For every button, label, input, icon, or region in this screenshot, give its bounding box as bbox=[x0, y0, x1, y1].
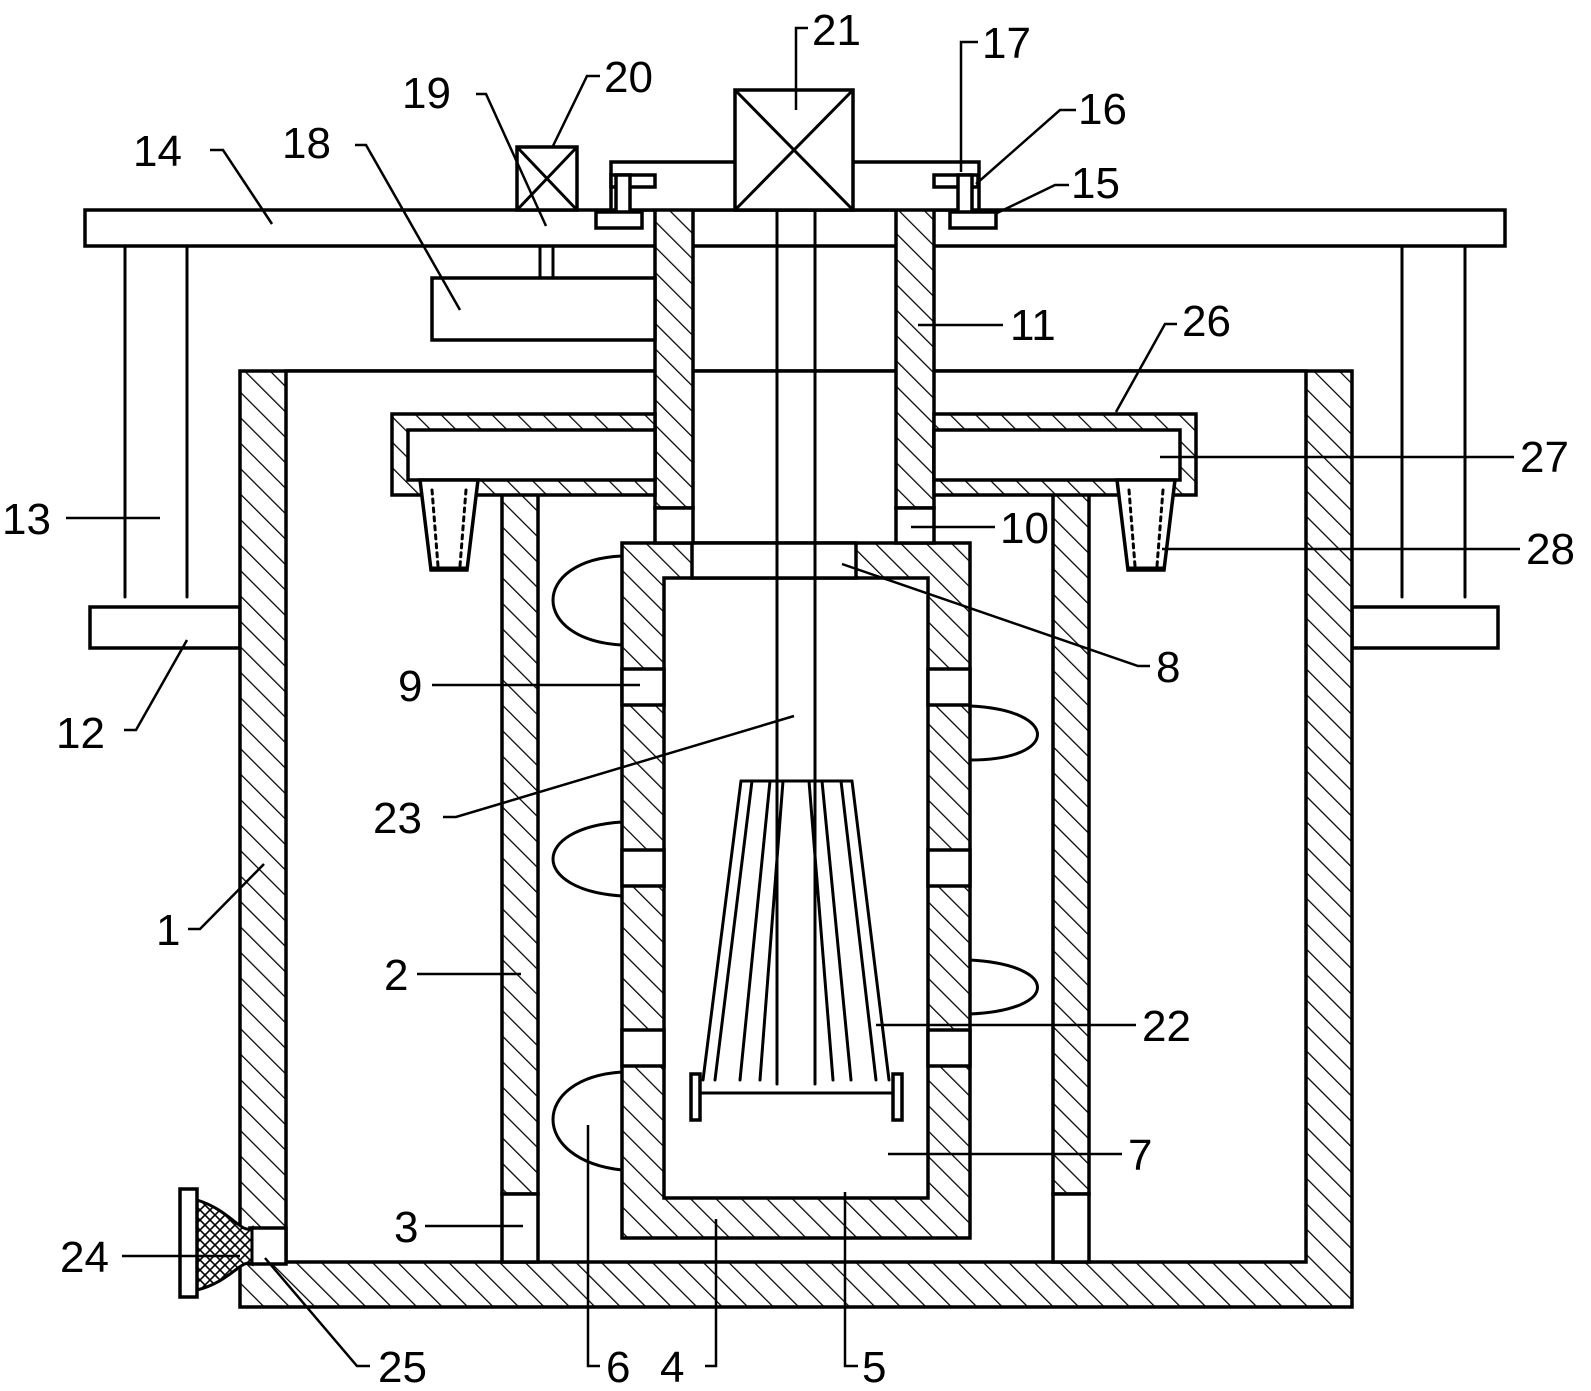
label-15: 15 bbox=[1071, 159, 1120, 208]
label-12: 12 bbox=[56, 709, 105, 758]
right-nozzle bbox=[1115, 478, 1177, 572]
label-17: 17 bbox=[982, 19, 1031, 68]
right-bracket bbox=[1350, 605, 1500, 650]
label-10: 10 bbox=[1000, 504, 1049, 553]
label-3: 3 bbox=[394, 1203, 418, 1252]
label-14: 14 bbox=[133, 127, 182, 176]
leader-lines bbox=[66, 26, 1520, 1368]
central-sleeve bbox=[653, 166, 936, 545]
label-24: 24 bbox=[60, 1233, 109, 1282]
part-labels: 21 17 16 15 20 19 18 14 13 12 11 26 27 2… bbox=[2, 6, 1575, 1391]
label-13: 13 bbox=[2, 495, 51, 544]
drain-outlet bbox=[248, 1226, 288, 1266]
valve bbox=[515, 145, 579, 212]
label-18: 18 bbox=[282, 119, 331, 168]
label-16: 16 bbox=[1078, 85, 1127, 134]
drain-valve-wheel bbox=[178, 1187, 254, 1299]
label-4: 4 bbox=[660, 1343, 684, 1391]
label-21: 21 bbox=[812, 6, 861, 55]
left-support-legs bbox=[123, 244, 189, 599]
label-6: 6 bbox=[606, 1343, 630, 1391]
label-5: 5 bbox=[862, 1343, 886, 1391]
left-nozzle bbox=[418, 478, 480, 572]
left-bracket bbox=[88, 605, 242, 650]
label-20: 20 bbox=[604, 53, 653, 102]
inner-container bbox=[620, 541, 972, 1240]
left-clamp bbox=[594, 173, 657, 230]
spiral-blade bbox=[551, 554, 1039, 1172]
label-25: 25 bbox=[378, 1343, 427, 1391]
label-27: 27 bbox=[1520, 433, 1569, 482]
feed-pipe bbox=[538, 244, 555, 280]
label-9: 9 bbox=[398, 662, 422, 711]
label-8: 8 bbox=[1156, 643, 1180, 692]
label-22: 22 bbox=[1142, 1002, 1191, 1051]
label-11: 11 bbox=[1010, 301, 1056, 350]
stirring-cage bbox=[689, 779, 904, 1122]
label-26: 26 bbox=[1182, 297, 1231, 346]
label-7: 7 bbox=[1128, 1131, 1152, 1180]
label-23: 23 bbox=[373, 794, 422, 843]
right-spray-cover bbox=[932, 412, 1198, 497]
top-plate bbox=[83, 208, 1507, 248]
right-clamp bbox=[932, 173, 998, 230]
drive-shaft bbox=[775, 208, 817, 1086]
label-1: 1 bbox=[156, 906, 180, 955]
motor bbox=[733, 88, 855, 212]
label-2: 2 bbox=[384, 951, 408, 1000]
right-support-legs bbox=[1400, 244, 1467, 599]
label-19: 19 bbox=[402, 69, 451, 118]
label-28: 28 bbox=[1526, 525, 1575, 574]
feed-box bbox=[430, 276, 657, 342]
